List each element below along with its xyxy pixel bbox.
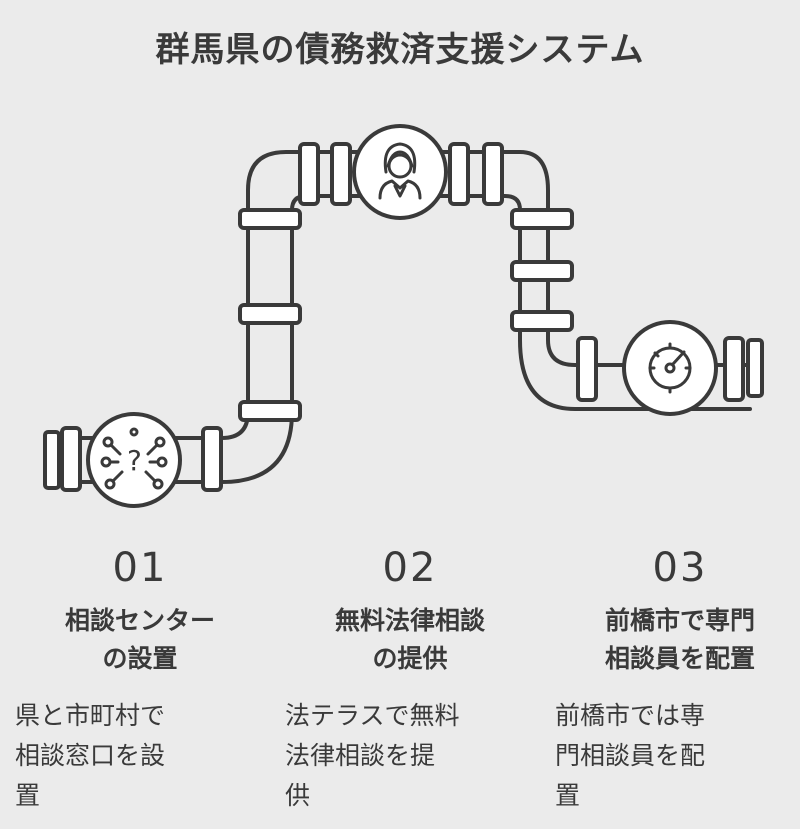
pipe-coupler: [238, 400, 302, 422]
step-heading: 前橋市で専門 相談員を配置: [604, 606, 755, 673]
step-description: 前橋市では専 門相談員を配 置: [555, 701, 706, 810]
pipe-coupler: [201, 426, 223, 492]
lawyer-icon: [378, 142, 422, 200]
pipe-coupler: [298, 142, 320, 206]
pipe-flange: [43, 430, 61, 490]
step-description: 県と市町村で 相談窓口を設 置: [15, 701, 166, 810]
step-1: 01 相談センター の設置 県と市町村で 相談窓口を設 置: [15, 540, 265, 810]
pipe-flange: [746, 338, 764, 398]
step-heading: 無料法律相談 の提供: [334, 606, 485, 673]
pipe-coupler: [330, 142, 352, 206]
pipe-body: [53, 150, 752, 440]
step-heading: 相談センター の設置: [64, 606, 215, 673]
pipe-coupler: [510, 260, 574, 282]
step-2: 02 無料法律相談 の提供 法テラスで無料 法律相談を提 供: [285, 540, 535, 810]
gauge-icon: [648, 342, 692, 394]
pipe-coupler: [448, 142, 470, 206]
pipe-coupler: [238, 303, 302, 325]
step-3: 03 前橋市で専門 相談員を配置 前橋市では専 門相談員を配 置: [555, 540, 800, 810]
step-number: 01: [112, 545, 168, 591]
node-circle-1: [86, 412, 182, 508]
page-title: 群馬県の債務救済支援システム: [155, 30, 645, 70]
pipe-coupler: [723, 336, 745, 402]
pipe-coupler: [482, 142, 504, 206]
step-number: 02: [382, 545, 438, 591]
pipe-coupler: [576, 336, 598, 402]
svg-text:?: ?: [127, 444, 142, 477]
pipe-coupler: [60, 426, 82, 492]
pipeline-diagram: ?: [43, 124, 764, 508]
node-circle-3: [622, 320, 718, 416]
question-network-icon: ?: [100, 427, 168, 490]
step-description: 法テラスで無料 法律相談を提 供: [285, 701, 460, 810]
node-circle-2: [352, 124, 448, 220]
pipe-coupler: [238, 208, 302, 230]
pipe-coupler: [510, 208, 574, 230]
step-number: 03: [652, 545, 708, 591]
pipe-coupler: [510, 310, 574, 332]
